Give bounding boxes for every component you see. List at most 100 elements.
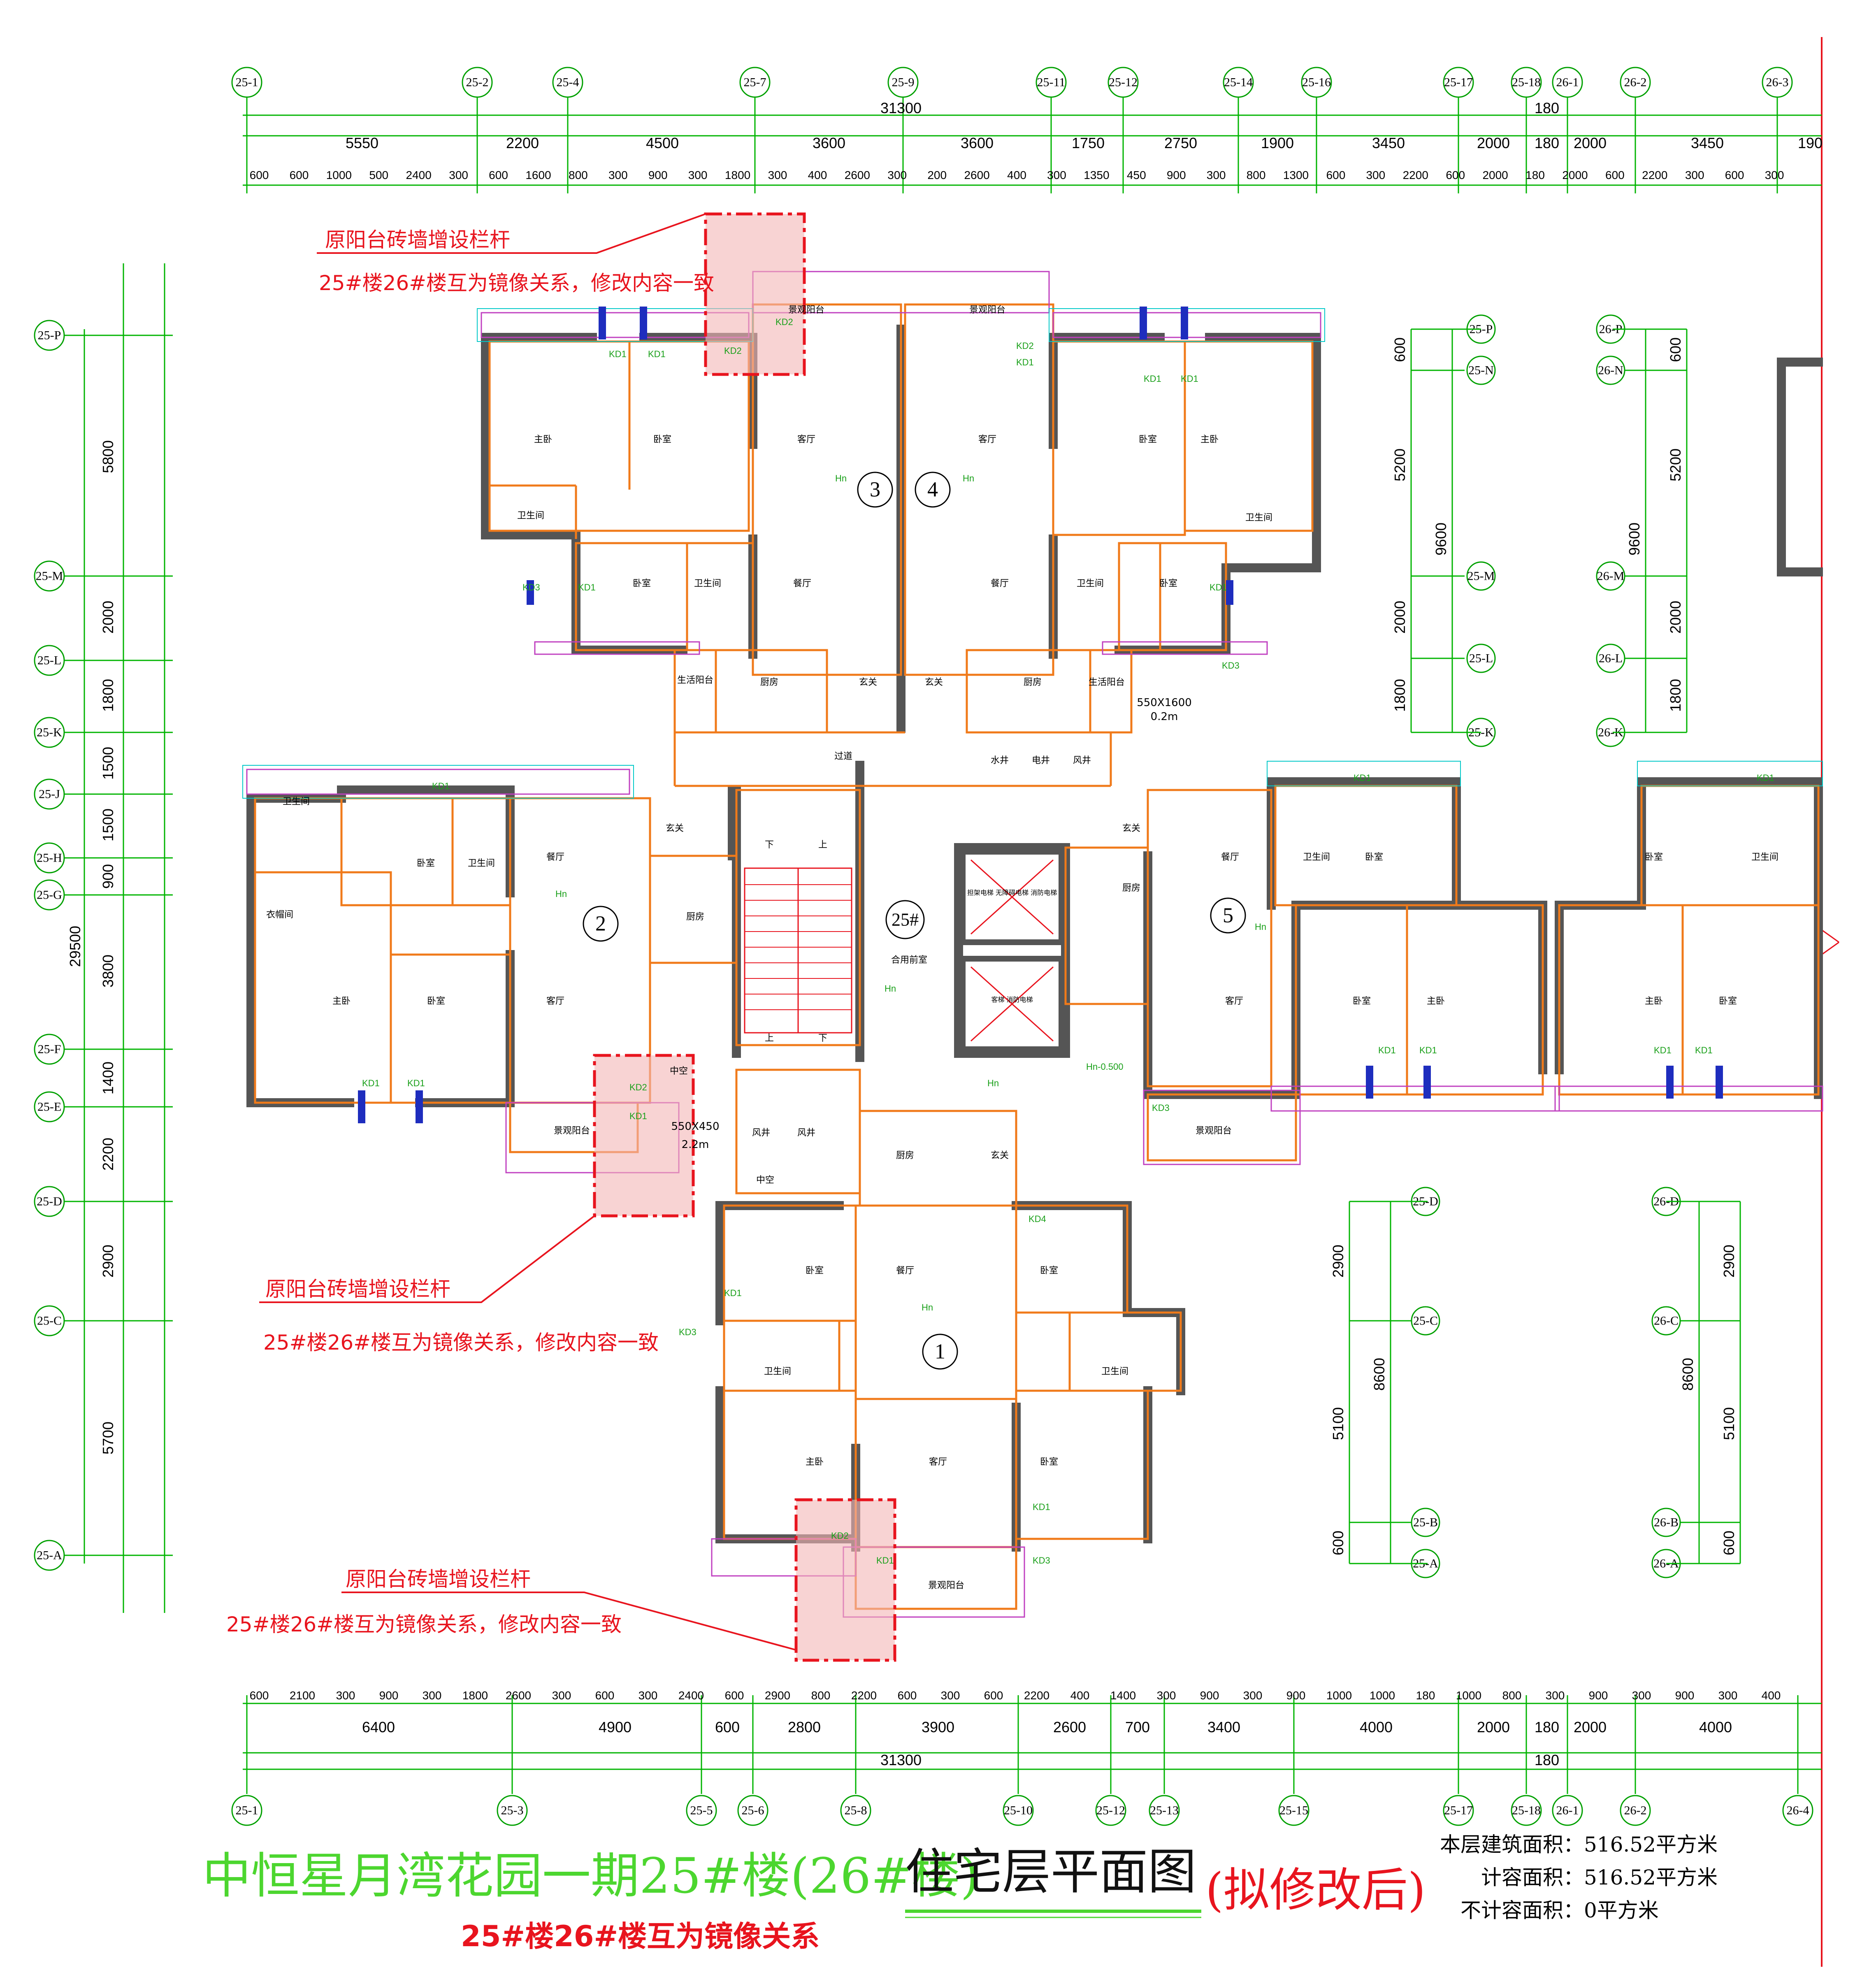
bottom-subdim-value: 800 — [811, 1689, 831, 1702]
top-axis-25-4: 25-4 — [552, 67, 583, 122]
room-bedroom: 卧室 — [1040, 1266, 1058, 1276]
title-main: 中恒星月湾花园一期25#楼(26#楼) — [202, 1847, 979, 1904]
top-subdim-value: 2400 — [406, 169, 432, 181]
bottom-axis-25-8-label: 25-8 — [845, 1804, 867, 1817]
level-marks: Hn Hn Hn Hn Hn Hn Hn-0.500 Hn — [555, 473, 1266, 1313]
room-wind-well: 风井 — [752, 1128, 770, 1138]
bottom-subdim-value: 300 — [552, 1689, 571, 1702]
right-axis-a-25-M: 25-M — [1467, 569, 1495, 583]
bottom-subdim-value: 2200 — [1024, 1689, 1049, 1702]
right-dim-b: 1800 — [1667, 679, 1684, 712]
room-balcony: 景观阳台 — [1196, 1126, 1232, 1136]
bottom-subdim-value: 900 — [1286, 1689, 1306, 1702]
room-bedroom: 卧室 — [1139, 434, 1157, 445]
left-dim-value: 5800 — [100, 440, 116, 473]
annotation-1-line2: 25#楼26#楼互为镜像关系，修改内容一致 — [319, 271, 714, 295]
modification-highlight-top — [704, 212, 806, 376]
bottom-axis-25-13-label: 25-13 — [1150, 1804, 1179, 1817]
level-mark: Hn — [835, 473, 847, 483]
left-axis-25-F: 25-F — [34, 1034, 173, 1065]
room-kitchen: 厨房 — [686, 912, 704, 922]
stair-down: 下 — [765, 840, 774, 850]
bottom-subdim-value: 600 — [595, 1689, 615, 1702]
top-total-dimension: 31300 — [880, 100, 922, 116]
room-living: 客厅 — [797, 434, 815, 445]
right-dimension-chains — [1349, 328, 1741, 1564]
top-subdim-value: 1600 — [525, 169, 551, 181]
kd2-tag: KD2 — [629, 1082, 647, 1092]
room-shared-hall: 合用前室 — [891, 955, 927, 965]
top-axis-25-11-label: 25-11 — [1037, 76, 1066, 89]
bottom-subdim-value: 2200 — [851, 1689, 877, 1702]
top-dim-value: 2000 — [1574, 135, 1607, 151]
modification-highlight-bottom — [794, 1498, 896, 1662]
bottom-subdim-value: 300 — [1157, 1689, 1176, 1702]
bottom-ticks — [246, 1695, 1799, 1778]
top-axis-25-4-label: 25-4 — [557, 76, 579, 89]
bottom-subdim-value: 1000 — [1456, 1689, 1481, 1702]
room-bath: 卫生间 — [764, 1366, 791, 1377]
bottom-subdim-value: 1000 — [1326, 1689, 1352, 1702]
room-void: 中空 — [670, 1066, 688, 1076]
top-axis-25-7: 25-7 — [739, 67, 771, 122]
top-axis-25-14: 25-14 — [1223, 67, 1254, 122]
top-axis-25-9: 25-9 — [887, 67, 919, 122]
room-water-well: 水井 — [991, 755, 1009, 766]
top-subdim-value: 300 — [1047, 169, 1066, 181]
room-bedroom: 卧室 — [1719, 996, 1737, 1006]
top-axis-26-3-label: 26-3 — [1766, 76, 1789, 89]
bottom-subdim-value: 300 — [1632, 1689, 1651, 1702]
room-bedroom: 卧室 — [1645, 852, 1663, 862]
room-bath: 卫生间 — [694, 579, 721, 589]
kd1-tag: KD1 — [407, 1078, 425, 1088]
right-axis-b-26-N: 26-N — [1598, 364, 1623, 377]
building-walls — [242, 271, 1823, 1618]
room-living: 客厅 — [546, 996, 564, 1006]
kd1-tag: KD1 — [1210, 582, 1227, 592]
room-kitchen: 厨房 — [896, 1150, 914, 1161]
bottom-axis-25-12-label: 25-12 — [1096, 1804, 1125, 1817]
top-subdim-value: 600 — [1725, 169, 1744, 181]
bottom-axis-25-6-label: 25-6 — [742, 1804, 764, 1817]
room-bedroom: 卧室 — [417, 858, 435, 869]
left-axis-25-K-label: 25-K — [37, 726, 62, 739]
stair-up: 上 — [818, 840, 827, 850]
annotation-1-line1: 原阳台砖墙增设栏杆 — [325, 228, 510, 252]
top-axis-25-16: 25-16 — [1301, 67, 1332, 122]
room-labels: 主卧 卧室 客厅 景观阳台 卫生间 卧室 卫生间 餐厅 生活阳台 厨房 玄关 景… — [266, 305, 1778, 1591]
right-dim-d: 8600 — [1679, 1358, 1696, 1391]
top-subdim-value: 2600 — [964, 169, 989, 181]
building-number: 25# — [892, 910, 919, 930]
left-dim-value: 2000 — [100, 601, 116, 634]
left-axis-25-J-label: 25-J — [39, 788, 60, 801]
room-master: 主卧 — [534, 434, 552, 445]
stair-up: 上 — [765, 1033, 774, 1043]
top-total-dimension-b: 180 — [1535, 100, 1559, 116]
right-axis-c-25-C: 25-C — [1413, 1314, 1438, 1328]
kd1-tag: KD1 — [1378, 1045, 1396, 1055]
level-mark: Hn — [963, 473, 974, 483]
room-living: 客厅 — [929, 1457, 947, 1467]
left-dim-value: 5700 — [100, 1422, 116, 1455]
top-axis-26-1: 26-1 — [1552, 67, 1583, 122]
left-axis-25-M-label: 25-M — [36, 569, 63, 583]
bottom-dim-value: 4900 — [599, 1719, 632, 1736]
top-axis-25-18-label: 25-18 — [1512, 76, 1541, 89]
right-dim-b: 5200 — [1667, 448, 1684, 481]
right-axis-b-26-L: 26-L — [1599, 652, 1623, 665]
right-dim-c: 8600 — [1371, 1358, 1388, 1391]
right-axis-bubbles: 25-P25-N25-M25-L25-K26-P26-N26-M26-L26-K… — [1349, 314, 1740, 1578]
top-subdim-value: 300 — [768, 169, 787, 181]
left-axis-25-A-label: 25-A — [37, 1549, 62, 1562]
room-bath: 卫生间 — [283, 797, 310, 807]
bottom-dim-value: 3400 — [1207, 1719, 1240, 1736]
unit-3-number: 3 — [870, 478, 880, 502]
top-dim-value: 1750 — [1072, 135, 1105, 151]
bottom-axis-26-2-label: 26-2 — [1624, 1804, 1647, 1817]
room-entry: 玄关 — [666, 823, 684, 834]
bottom-axis-25-17-label: 25-17 — [1444, 1804, 1473, 1817]
bottom-axis-25-10: 25-10 — [1003, 1778, 1034, 1826]
bottom-subdim-value: 300 — [1243, 1689, 1263, 1702]
top-subdim-value: 500 — [369, 169, 388, 181]
